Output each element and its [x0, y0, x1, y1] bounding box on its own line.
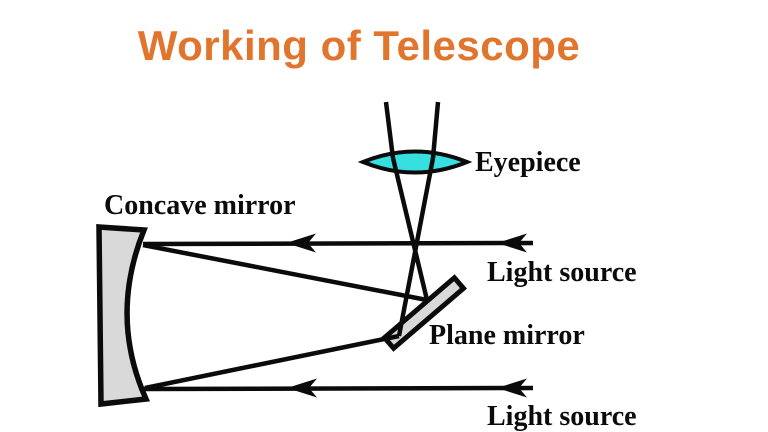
arrowhead-bottom-left-icon	[287, 378, 317, 398]
light-ray-bottom-horizontal	[143, 385, 534, 392]
concave-mirror-shape	[96, 224, 151, 408]
eyepiece-label: Eyepiece	[475, 147, 581, 178]
plane-mirror-label: Plane mirror	[429, 320, 585, 351]
arrowhead-top-left-icon	[286, 233, 316, 253]
exit-ray-left	[383, 101, 396, 159]
converging-ray-right	[396, 157, 436, 337]
exit-ray-right	[430, 101, 441, 159]
page-title: Working of Telescope	[138, 22, 581, 69]
reflected-ray-lower-diagonal	[144, 333, 400, 391]
reflected-ray-upper-diagonal	[142, 242, 428, 303]
light-ray-top-horizontal	[142, 240, 534, 247]
plane-mirror-shape	[380, 274, 468, 352]
eyepiece-lens	[357, 149, 473, 175]
arrowhead-bottom-right-icon	[497, 378, 527, 398]
light-source-top-label: Light source	[487, 257, 637, 288]
arrowhead-top-right-icon	[497, 233, 527, 253]
concave-mirror-label: Concave mirror	[104, 190, 296, 221]
light-source-bottom-label: Light source	[487, 401, 637, 432]
converging-ray-left	[390, 157, 430, 301]
